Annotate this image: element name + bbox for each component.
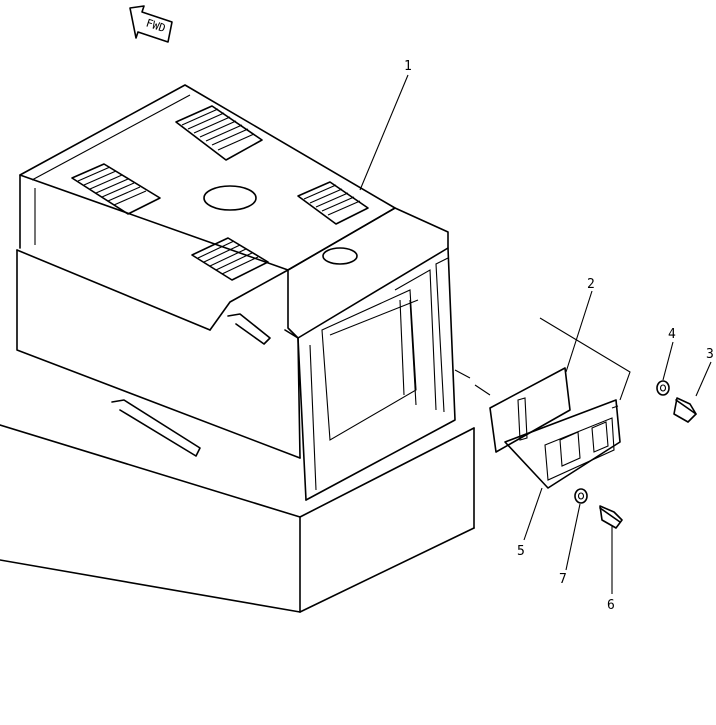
plate-part-5 [504,317,631,489]
callout-6: 6 [607,598,615,613]
callout-2: 2 [587,277,595,292]
callout-4: 4 [668,327,676,342]
callout-1: 1 [404,59,412,74]
bracket-part-2 [454,367,571,453]
washer-part-7 [574,488,588,504]
callout-5: 5 [517,544,525,559]
bolt-part-3 [673,397,697,423]
callout-3: 3 [706,347,714,362]
base-block [0,424,475,613]
callout-7: 7 [559,572,567,587]
fwd-label: FWD [144,17,167,36]
bolt-part-6 [599,505,623,529]
cab-cover [16,84,456,501]
leader-lines [359,74,712,594]
fwd-direction-arrow: FWD [129,5,173,43]
washer-part-4 [656,380,670,396]
